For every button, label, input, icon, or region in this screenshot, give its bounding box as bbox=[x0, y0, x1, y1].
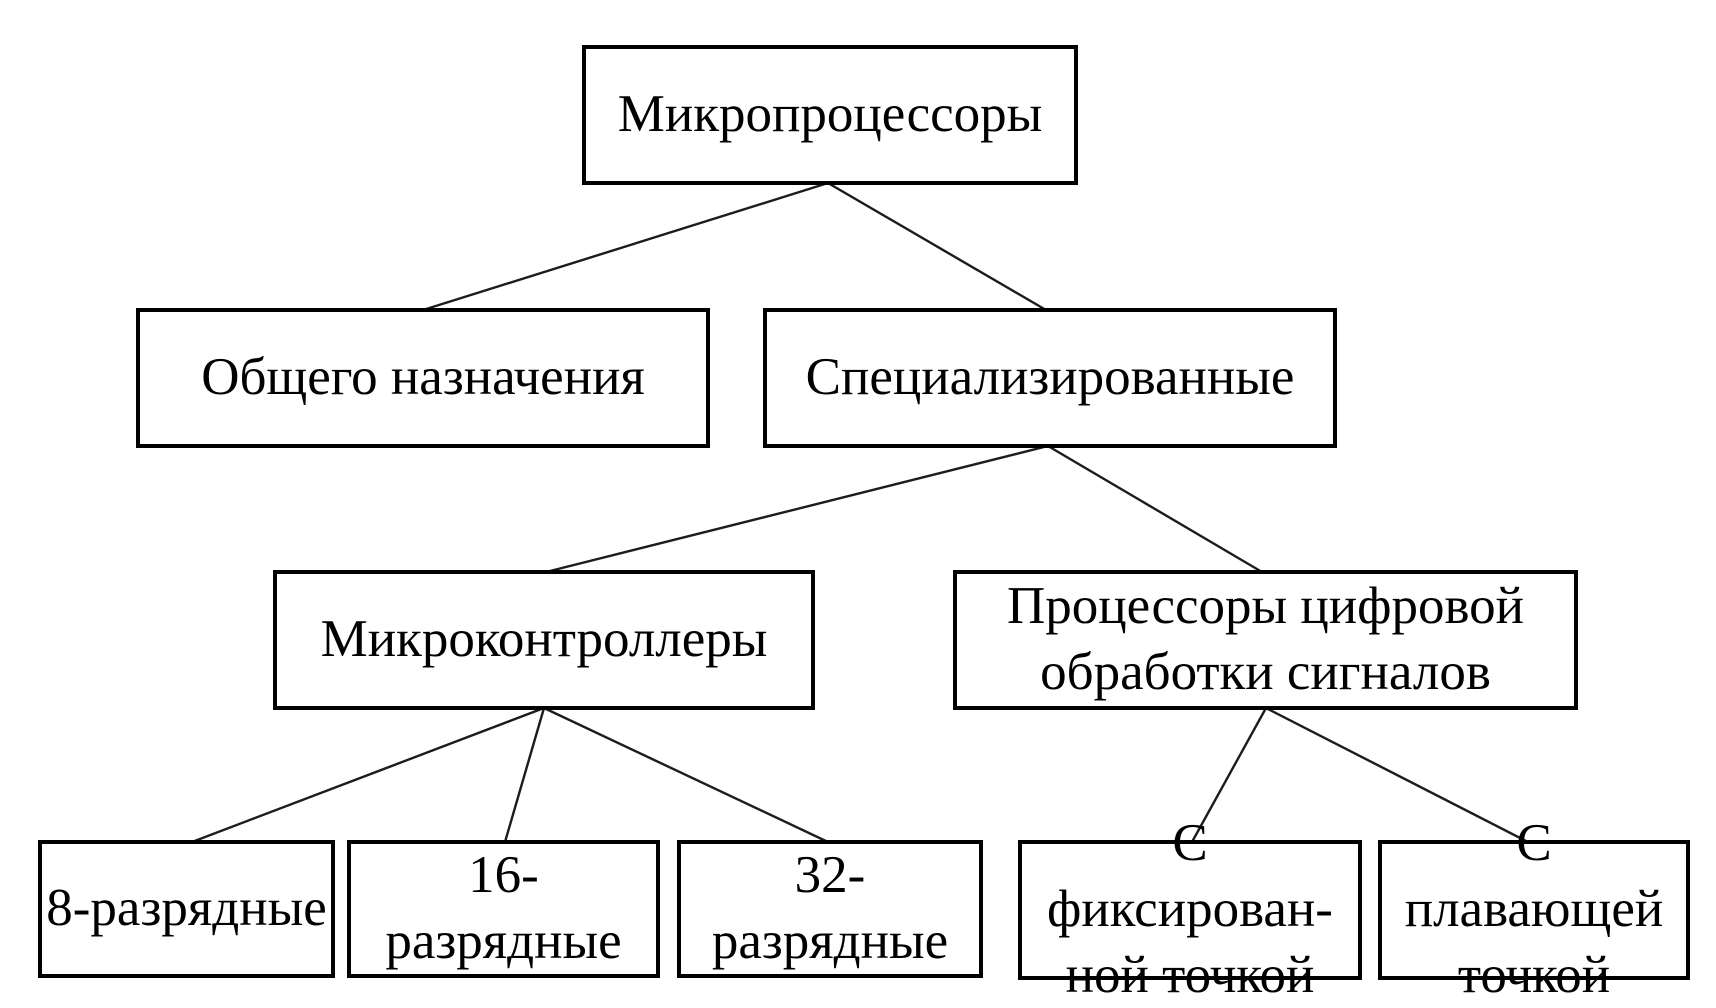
edge-dsp-floating-point bbox=[1265, 706, 1529, 844]
node-floating-point-label: С плавающей точкой bbox=[1404, 814, 1664, 1004]
edge-dsp-fixed-point bbox=[1190, 707, 1268, 843]
node-floating-point: С плавающей точкой bbox=[1378, 814, 1690, 1004]
node-8bit: 8-разрядные bbox=[38, 840, 335, 978]
node-32bit: 32-разрядные bbox=[677, 840, 983, 978]
edge-specialized-microcontrollers bbox=[545, 444, 1049, 574]
node-microprocessors: Микропроцессоры bbox=[582, 45, 1078, 185]
edge-microcontrollers-bit32 bbox=[543, 706, 829, 844]
node-specialized-label: Специализированные bbox=[805, 348, 1295, 407]
edge-microcontrollers-bit16 bbox=[503, 707, 546, 843]
node-specialized: Специализированные bbox=[763, 308, 1337, 448]
node-32bit-label: 32-разрядные bbox=[711, 846, 949, 970]
edge-root-specialized bbox=[827, 181, 1047, 312]
edge-root-general bbox=[422, 181, 829, 312]
node-general-purpose: Общего назначения bbox=[136, 308, 710, 448]
edge-microcontrollers-bit8 bbox=[191, 706, 545, 844]
node-16bit-label: 16-разрядные bbox=[385, 846, 622, 970]
node-fixed-point: С фиксирован- ной точкой bbox=[1018, 814, 1362, 1004]
node-dsp: Процессоры цифровой обработки сигналов bbox=[953, 570, 1578, 710]
edge-specialized-dsp bbox=[1047, 444, 1263, 574]
node-dsp-label: Процессоры цифровой обработки сигналов bbox=[1007, 577, 1524, 701]
node-fixed-point-label: С фиксирован- ной точкой bbox=[1047, 814, 1333, 1004]
node-microcontrollers: Микроконтроллеры bbox=[273, 570, 815, 710]
node-8bit-label: 8-разрядные bbox=[46, 879, 327, 938]
node-general-purpose-label: Общего назначения bbox=[201, 348, 645, 407]
node-microcontrollers-label: Микроконтроллеры bbox=[320, 610, 768, 669]
node-16bit: 16-разрядные bbox=[347, 840, 660, 978]
node-microprocessors-label: Микропроцессоры bbox=[617, 85, 1043, 144]
